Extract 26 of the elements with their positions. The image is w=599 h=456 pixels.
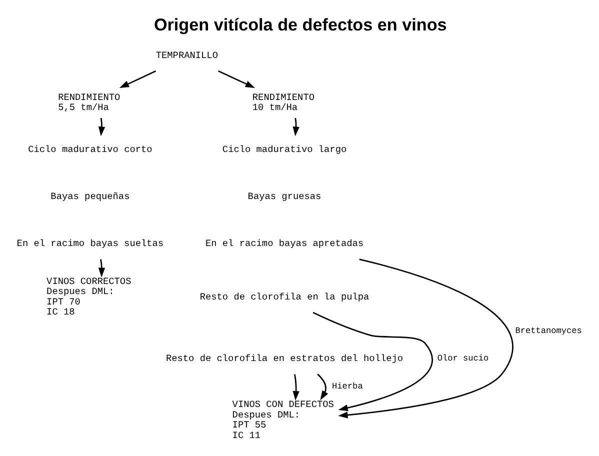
edge-label: Olor sucio <box>437 354 489 364</box>
node-text: En el racimo bayas sueltas <box>16 238 164 250</box>
node-text: VINOS CON DEFECTOS Despues DML: IPT 55 IC 11 <box>232 399 334 441</box>
arrow <box>292 374 300 401</box>
node-text: Resto de clorofila en la pulpa <box>200 291 370 302</box>
node-text: TEMPRANILLO <box>156 50 218 61</box>
edge-label: Hierba <box>332 382 363 392</box>
edge-label: Brettanomyces <box>515 326 582 336</box>
node-text: Ciclo madurativo largo <box>222 144 347 156</box>
arrow <box>317 374 328 400</box>
node-text: Bayas pequeñas <box>50 191 130 202</box>
node-text: VINOS CORRECTOS Despues DML: IPT 70 IC 18 <box>46 276 132 318</box>
node-text: Bayas gruesas <box>248 191 322 202</box>
arrow <box>98 259 106 278</box>
node-text: RENDIMIENTO 10 tm/Ha <box>252 92 315 114</box>
arrow <box>218 70 256 88</box>
arrow <box>338 258 514 418</box>
node-text: RENDIMIENTO 5,5 tm/Ha <box>58 92 120 114</box>
arrow <box>119 70 156 88</box>
node-text: En el racimo bayas apretadas <box>205 238 364 250</box>
diagram-title: Origen vitícola de defectos en vinos <box>154 16 447 35</box>
arrow <box>98 118 106 136</box>
node-text: Resto de clorofila en estratos del hollejo <box>166 352 404 364</box>
arrow <box>312 312 433 412</box>
arrow <box>292 118 300 136</box>
node-text: Ciclo madurativo corto <box>28 144 152 156</box>
